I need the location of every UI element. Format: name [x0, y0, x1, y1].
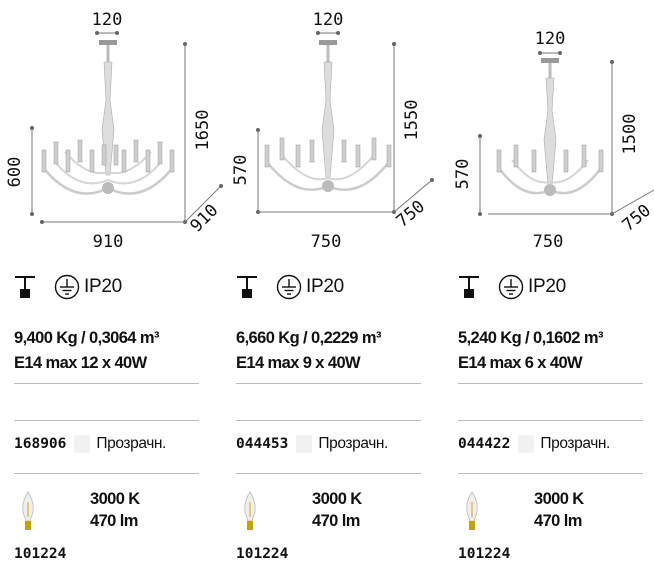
dim-top: 120 — [92, 10, 123, 30]
bulb-row: 3000 K 470 lm — [458, 488, 648, 536]
color-temperature: 3000 K — [534, 490, 584, 508]
ip-rating: IP20 — [528, 276, 566, 297]
dim-width: 750 — [311, 232, 342, 252]
finish-label: Прозрачн. — [318, 435, 388, 452]
finish-swatch — [518, 435, 535, 453]
dim-top: 120 — [535, 29, 566, 49]
light-spec: 3000 K 470 lm — [90, 488, 140, 532]
chandelier-drawing: 120 1650 600 910 910 — [5, 10, 223, 252]
product-code: 044453 — [236, 436, 289, 452]
divider — [236, 383, 421, 384]
chandelier-illustration — [264, 40, 392, 192]
dim-depth: 750 — [619, 201, 654, 236]
luminous-flux: 470 lm — [90, 512, 138, 530]
luminous-flux: 470 lm — [312, 512, 360, 530]
product-column: 120 1500 570 750 750 IP20 5,240 Kg / 0,1… — [444, 0, 654, 567]
weight-volume: 9,400 Kg / 0,3064 m³ — [14, 329, 159, 347]
divider — [14, 420, 199, 421]
lamp-spec: E14 max 9 x 40W — [236, 354, 361, 372]
spec-block: 9,400 Kg / 0,3064 m³ E14 max 12 x 40W — [14, 326, 159, 376]
bulb-icon — [22, 491, 34, 530]
bulb-icon — [466, 491, 478, 530]
symbols-row: IP20 — [14, 270, 122, 304]
light-spec: 3000 K 470 lm — [312, 488, 362, 532]
bulb-code: 101224 — [14, 546, 67, 562]
chandelier-illustration — [496, 58, 604, 196]
bulb-row: 3000 K 470 lm — [236, 488, 426, 536]
bulb-code: 101224 — [236, 546, 289, 562]
bulb-row: 3000 K 470 lm — [14, 488, 204, 536]
ceiling-mount-icon — [459, 276, 479, 298]
product-code-row: 168906 Прозрачн. — [14, 432, 204, 456]
product-column: 120 1550 570 750 750 IP20 6,660 Kg / 0,2… — [222, 0, 434, 567]
divider — [458, 420, 643, 421]
color-temperature: 3000 K — [312, 490, 362, 508]
ceiling-mount-icon — [237, 276, 257, 298]
dim-height: 1550 — [402, 100, 422, 141]
ip-rating: IP20 — [306, 276, 344, 297]
weight-volume: 6,660 Kg / 0,2229 m³ — [236, 329, 381, 347]
symbols-row: IP20 — [458, 270, 566, 304]
chandelier-drawing: 120 1500 570 750 750 — [453, 29, 654, 252]
bulb-icon — [244, 491, 256, 530]
color-temperature: 3000 K — [90, 490, 140, 508]
depth-dim-line — [184, 185, 222, 223]
dim-height: 1650 — [193, 110, 213, 151]
weight-volume: 5,240 Kg / 0,1602 m³ — [458, 329, 603, 347]
dim-height: 1500 — [620, 114, 640, 155]
product-code: 168906 — [14, 436, 67, 452]
divider — [236, 473, 421, 474]
ground-symbol-icon — [54, 274, 80, 300]
bulb-code: 101224 — [458, 546, 511, 562]
divider — [458, 473, 643, 474]
dim-side: 600 — [5, 157, 25, 188]
divider — [14, 473, 199, 474]
spec-block: 5,240 Kg / 0,1602 m³ E14 max 6 x 40W — [458, 326, 603, 376]
dim-depth: 910 — [187, 201, 223, 237]
product-code: 044422 — [458, 436, 511, 452]
dim-depth: 750 — [393, 197, 429, 232]
divider — [458, 383, 643, 384]
ground-symbol-icon — [276, 274, 302, 300]
lamp-spec: E14 max 6 x 40W — [458, 354, 583, 372]
divider — [14, 383, 199, 384]
finish-label: Прозрачн. — [96, 435, 166, 452]
dim-width: 910 — [93, 232, 124, 252]
dim-side: 570 — [231, 155, 251, 186]
product-column: 120 1650 600 910 910 IP20 9,400 Kg / 0,3… — [0, 0, 223, 567]
chandelier-illustration — [41, 40, 175, 195]
product-code-row: 044422 Прозрачн. — [458, 432, 648, 456]
finish-swatch — [74, 435, 91, 453]
chandelier-drawing: 120 1550 570 750 750 — [231, 10, 434, 252]
depth-dim-line — [611, 189, 654, 215]
ip-rating: IP20 — [84, 276, 122, 297]
finish-swatch — [296, 435, 313, 453]
luminous-flux: 470 lm — [534, 512, 582, 530]
ground-symbol-icon — [498, 274, 524, 300]
symbols-row: IP20 — [236, 270, 344, 304]
finish-label: Прозрачн. — [540, 435, 610, 452]
dim-top: 120 — [313, 10, 344, 30]
spec-block: 6,660 Kg / 0,2229 m³ E14 max 9 x 40W — [236, 326, 381, 376]
light-spec: 3000 K 470 lm — [534, 488, 584, 532]
dim-side: 570 — [453, 159, 473, 190]
product-code-row: 044453 Прозрачн. — [236, 432, 426, 456]
depth-dim-line — [393, 179, 433, 213]
divider — [236, 420, 421, 421]
ceiling-mount-icon — [15, 276, 35, 298]
dim-width: 750 — [533, 232, 564, 252]
lamp-spec: E14 max 12 x 40W — [14, 354, 147, 372]
